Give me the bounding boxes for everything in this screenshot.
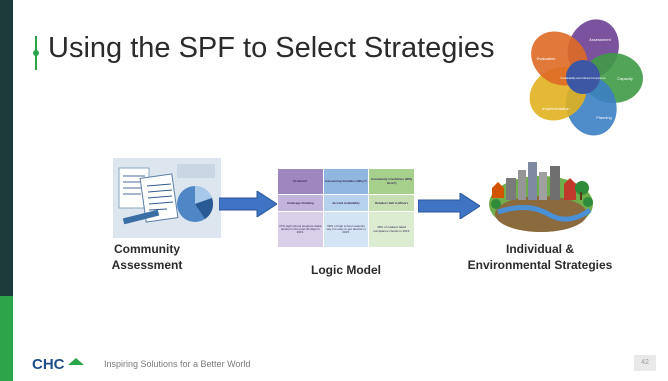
logic-model-table: Problem? Intervening Variables (Why?) Co…	[277, 167, 415, 248]
assessment-caption-line-2: Assessment	[111, 258, 183, 272]
flow-arrow-1	[219, 191, 277, 217]
title-bullet-icon	[33, 36, 39, 70]
logic-title-variables: Alcohol Availability	[322, 194, 370, 213]
flow-arrow-2	[418, 193, 480, 219]
community-assessment-image	[113, 158, 221, 238]
spf-label-planning: Planning	[596, 115, 612, 120]
slide-title: Using the SPF to Select Strategies	[48, 32, 495, 64]
spf-label-implementation: Implementation	[542, 106, 569, 111]
strategies-caption-line-2: Environmental Strategies	[467, 258, 613, 272]
page-number: 42	[634, 355, 656, 371]
spf-center-label: Sustainability and Cultural Competence	[560, 76, 606, 80]
assessment-caption-line-1: Community	[114, 242, 180, 256]
spf-label-evaluation: Evaluation	[537, 56, 556, 61]
left-accent-bar-green	[0, 296, 13, 381]
logic-detail-problem: 27% high school students drank alcohol i…	[277, 211, 324, 248]
spf-center	[566, 60, 600, 94]
footer-tagline: Inspiring Solutions for a Better World	[104, 359, 251, 369]
logic-header-variables: Intervening Variables (Why?)	[322, 167, 370, 196]
chc-logo: CHC	[32, 356, 84, 373]
spf-label-capacity: Capacity	[617, 76, 633, 81]
assessment-caption: Community Assessment	[104, 241, 190, 273]
chc-logo-text: CHC	[32, 356, 65, 373]
spf-cycle-graphic: Assessment Capacity Planning Implementat…	[529, 19, 643, 136]
logic-header-conditions: Community Conditions (Why Here?)	[368, 167, 415, 196]
logic-detail-variables: 59% of high school students say it is ea…	[322, 211, 370, 248]
strategies-caption-line-1: Individual &	[505, 242, 574, 256]
logic-title-conditions: Retailers Sell to Minors	[368, 194, 415, 213]
strategies-caption: Individual & Environmental Strategies	[450, 241, 630, 273]
spf-label-assessment: Assessment	[589, 37, 612, 42]
logic-header-problem: Problem?	[277, 167, 324, 196]
left-accent-bar-dark	[0, 0, 13, 296]
logic-model-caption: Logic Model	[311, 263, 381, 277]
logic-detail-conditions: 38% of retailers failed compliance check…	[368, 211, 415, 248]
environmental-strategies-image	[489, 162, 593, 232]
logic-title-problem: Underage Drinking	[277, 194, 324, 213]
